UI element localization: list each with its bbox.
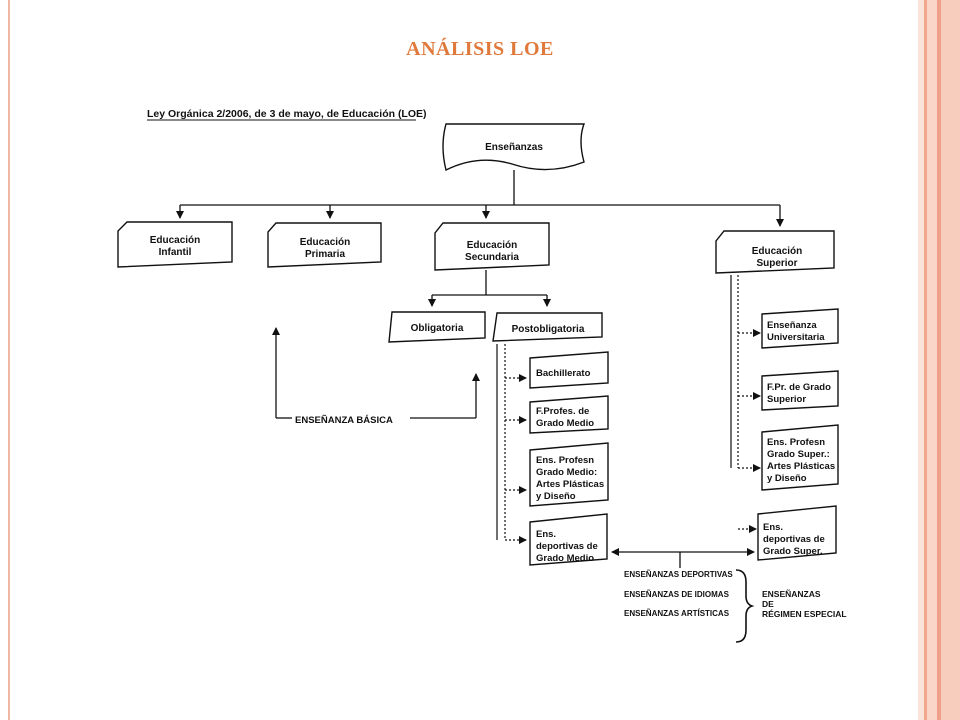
slide-title: ANÁLISIS LOE <box>406 38 554 60</box>
svg-text:Enseñanza: Enseñanza <box>767 320 817 331</box>
especial-label-3: RÉGIMEN ESPECIAL <box>762 609 847 619</box>
especial-label-1: ENSEÑANZAS <box>762 589 821 599</box>
svg-text:Secundaria: Secundaria <box>465 252 519 263</box>
svg-text:Ens. Profesn: Ens. Profesn <box>767 437 825 448</box>
svg-text:Grado Super.:: Grado Super.: <box>767 449 830 460</box>
box-educacion-superior: Educación Superior <box>715 230 835 274</box>
root-banner-shape <box>442 123 586 172</box>
svg-text:Grado Medio: Grado Medio <box>536 553 594 564</box>
svg-text:Superior: Superior <box>756 258 797 269</box>
svg-text:Superior: Superior <box>767 394 806 405</box>
especial-brace <box>735 569 755 643</box>
svg-text:Ens.: Ens. <box>536 529 556 540</box>
svg-text:Artes Plásticas: Artes Plásticas <box>536 479 604 490</box>
svg-text:deportivas de: deportivas de <box>536 541 598 552</box>
especial-label-2: DE <box>762 599 774 609</box>
svg-text:Obligatoria: Obligatoria <box>411 323 464 334</box>
especial-item-idiomas: ENSEÑANZAS DE IDIOMAS <box>624 590 730 599</box>
svg-text:Ens.: Ens. <box>763 522 783 533</box>
box-ens-profesn-grado-superior: Ens. Profesn Grado Super.: Artes Plástic… <box>761 424 839 491</box>
svg-text:Educación: Educación <box>467 240 518 251</box>
box-ens-deportivas-grado-medio: Ens. deportivas de Grado Medio <box>529 513 608 566</box>
right-decorative-border <box>918 0 960 720</box>
svg-text:F.Pr. de Grado: F.Pr. de Grado <box>767 382 831 393</box>
box-ens-deportivas-grado-superior: Ens. deportivas de Grado Super. <box>757 505 837 561</box>
left-frame-line <box>8 0 10 720</box>
svg-text:Ens. Profesn: Ens. Profesn <box>536 455 594 466</box>
svg-text:Primaria: Primaria <box>305 249 345 260</box>
box-bachillerato: Bachillerato <box>529 351 609 389</box>
svg-text:Infantil: Infantil <box>159 247 192 258</box>
box-fp-grado-medio: F.Profes. de Grado Medio <box>529 395 609 434</box>
box-postobligatoria: Postobligatoria <box>492 312 603 342</box>
svg-text:Grado Super.: Grado Super. <box>763 546 823 557</box>
svg-text:Universitaria: Universitaria <box>767 332 825 343</box>
box-educacion-secundaria: Educación Secundaria <box>434 222 550 271</box>
box-educacion-infantil: Educación Infantil <box>117 221 233 268</box>
svg-text:Grado Medio:: Grado Medio: <box>536 467 597 478</box>
law-heading: Ley Orgánica 2/2006, de 3 de mayo, de Ed… <box>147 108 427 120</box>
especial-item-deportivas: ENSEÑANZAS DEPORTIVAS <box>624 570 733 579</box>
especial-item-artisticas: ENSEÑANZAS ARTÍSTICAS <box>624 609 730 618</box>
svg-text:Artes Plásticas: Artes Plásticas <box>767 461 835 472</box>
svg-text:Bachillerato: Bachillerato <box>536 368 591 379</box>
box-educacion-primaria: Educación Primaria <box>267 222 382 268</box>
svg-text:Postobligatoria: Postobligatoria <box>512 324 585 335</box>
root-label: Enseñanzas <box>485 142 543 153</box>
svg-text:y Diseño: y Diseño <box>536 491 576 502</box>
svg-text:y Diseño: y Diseño <box>767 473 807 484</box>
svg-text:Grado Medio: Grado Medio <box>536 418 594 429</box>
box-obligatoria: Obligatoria <box>388 311 486 343</box>
box-ensenanza-universitaria: Enseñanza Universitaria <box>761 308 839 349</box>
svg-text:Educación: Educación <box>150 235 201 246</box>
svg-text:deportivas de: deportivas de <box>763 534 825 545</box>
basica-label: ENSEÑANZA BÁSICA <box>295 415 393 426</box>
box-ens-profesn-grado-medio: Ens. Profesn Grado Medio: Artes Plástica… <box>529 442 609 507</box>
svg-text:Educación: Educación <box>752 246 803 257</box>
svg-text:F.Profes. de: F.Profes. de <box>536 406 589 417</box>
box-fp-grado-superior: F.Pr. de Grado Superior <box>761 370 839 411</box>
svg-text:Educación: Educación <box>300 237 351 248</box>
